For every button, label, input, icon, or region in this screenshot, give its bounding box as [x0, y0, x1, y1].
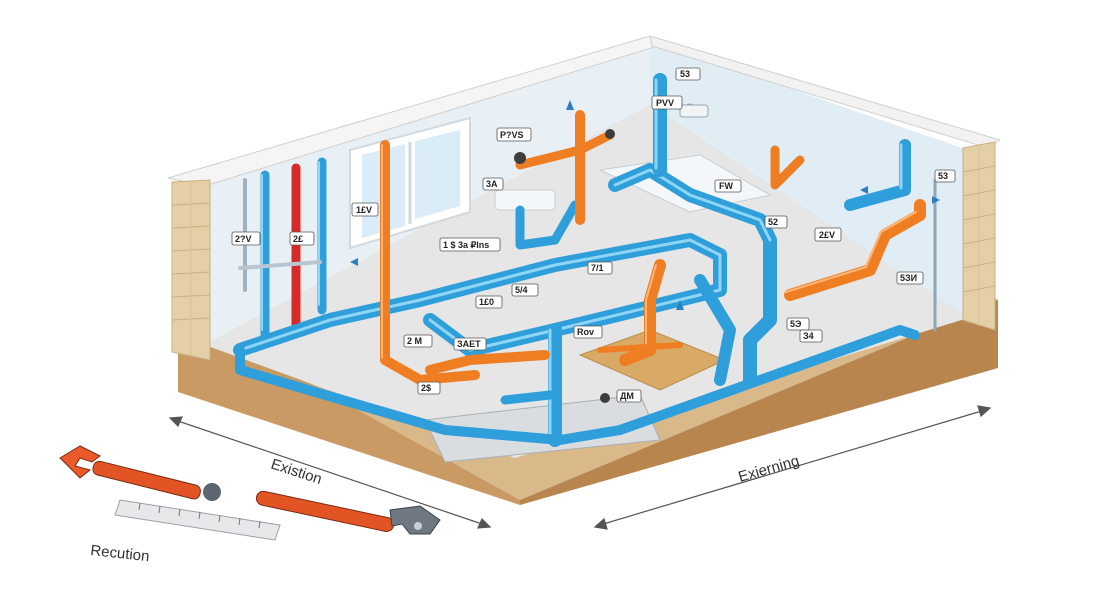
svg-text:5Э: 5Э: [790, 319, 802, 329]
pvc-left-tag: P?VS: [496, 127, 532, 142]
left-wall-b-tag: 2£: [289, 231, 315, 246]
ruler-icon: [114, 499, 281, 541]
svg-text:53: 53: [938, 171, 948, 181]
floor-center-tag: 7/1: [587, 261, 613, 275]
pipe-low-tag: 2$: [417, 381, 441, 395]
svg-text:З4: З4: [803, 331, 814, 341]
left-brick-edge: [171, 179, 211, 361]
svg-text:1£V: 1£V: [356, 205, 372, 215]
top-small-tag: 53: [675, 67, 701, 81]
svg-text:FW: FW: [719, 181, 733, 191]
svg-text:2 М: 2 М: [407, 336, 422, 346]
blue-supply-pipes: [233, 73, 937, 447]
recreation-label: Recution: [90, 542, 151, 565]
svg-text:2£: 2£: [293, 234, 303, 244]
left-wall-risers: [238, 157, 327, 340]
svg-text:PVV: PVV: [656, 98, 674, 108]
svg-text:3A: 3A: [486, 179, 498, 189]
floor-left-tag: 2 М: [403, 334, 433, 348]
svg-text:2£V: 2£V: [819, 230, 835, 240]
floor-drain-tag: ДМ: [616, 389, 642, 403]
svg-text:P?VS: P?VS: [500, 130, 524, 140]
dimension-lines: [168, 405, 992, 530]
right-mid-tag: З4: [799, 329, 823, 343]
right-back-wall: [650, 40, 968, 318]
arrow-icon: [350, 100, 940, 310]
svg-text:1£0: 1£0: [479, 297, 494, 307]
svg-text:2$: 2$: [421, 383, 431, 393]
right-wall-tag: 53: [934, 169, 956, 183]
floor-mid-a-tag: 1£0: [475, 295, 503, 309]
floor-rev-tag: Rov: [573, 325, 603, 339]
sink: [494, 189, 556, 211]
right-pipe-tag: 5ЗИ: [896, 271, 924, 285]
adjustable-wrench-icon: [255, 490, 441, 535]
wall-code-tag: 1£V: [351, 202, 379, 217]
sink-tag: 3A: [482, 177, 504, 191]
pvc-top-tag: PVV: [651, 95, 683, 110]
valves: [514, 103, 709, 403]
right-brick-edge: [962, 141, 996, 331]
svg-text:5/4: 5/4: [515, 285, 528, 295]
wrench-icon: [59, 445, 221, 501]
floor-flow-tag: ЗАЕТ: [453, 337, 487, 351]
floor-mid-b-tag: 5/4: [511, 283, 539, 297]
wall-code-2-tag: 2£V: [814, 227, 842, 242]
orange-hot-pipes: [380, 110, 926, 385]
svg-text:2?V: 2?V: [235, 234, 252, 244]
svg-text:7/1: 7/1: [591, 263, 604, 273]
right-floor-tag: 5Э: [786, 317, 810, 331]
svg-text:5ЗИ: 5ЗИ: [900, 273, 917, 283]
svg-text:1 $ 3a ₽Ins: 1 $ 3a ₽Ins: [443, 240, 489, 250]
left-wall-a-tag: 2?V: [231, 231, 261, 246]
floor-trench: [424, 394, 661, 463]
svg-text:52: 52: [768, 217, 778, 227]
shelf-tag: FW: [714, 179, 742, 193]
svg-text:Rov: Rov: [577, 327, 594, 337]
svg-text:53: 53: [680, 69, 690, 79]
right-upper-tag: 52: [764, 215, 788, 229]
svg-text:ДМ: ДМ: [620, 391, 634, 401]
external-dimension-label: Exierning: [736, 452, 801, 486]
svg-text:ЗАЕТ: ЗАЕТ: [457, 339, 481, 349]
floor-span-tag: 1 $ 3a ₽Ins: [439, 237, 501, 252]
